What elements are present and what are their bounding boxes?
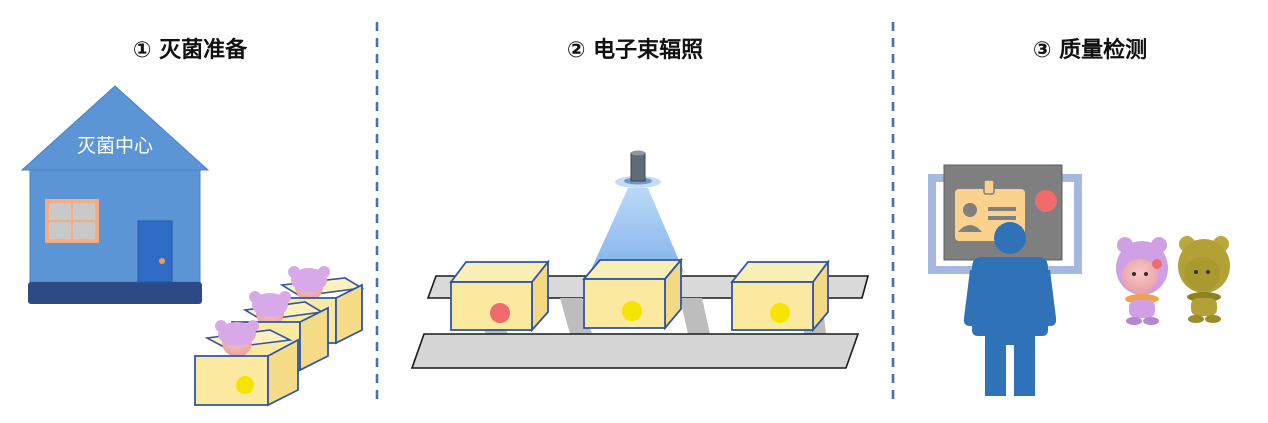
house-window [45, 199, 99, 243]
inspection-screen [928, 164, 1082, 274]
sticker-pass-icon [236, 376, 254, 394]
conveyor-front-rail [410, 333, 860, 369]
sticker-pass-icon [622, 301, 642, 321]
inspector-person-icon [963, 222, 1057, 396]
doll-olive [1178, 236, 1230, 323]
house-door [137, 220, 173, 283]
sterilization-center-house [20, 85, 210, 304]
sticker-fail-icon [490, 303, 510, 323]
electron-beam-emitter [589, 150, 685, 277]
sticker-pass-icon [770, 303, 790, 323]
box-front [194, 320, 299, 407]
house-label: 灭菌中心 [76, 135, 153, 157]
sticker-fail-icon [1035, 190, 1057, 212]
house-base [28, 282, 202, 304]
box-stack [194, 266, 365, 407]
electron-beam [590, 188, 684, 272]
step-title-1: ① 灭菌准备 [132, 38, 248, 63]
conveyor-box-3 [730, 259, 830, 333]
step-title-3: ③ 质量检测 [1032, 38, 1148, 63]
conveyor-box-2 [582, 257, 683, 331]
doll-pink [1116, 237, 1168, 325]
step-title-2: ② 电子束辐照 [566, 38, 704, 63]
conveyor-box-1 [449, 259, 550, 333]
